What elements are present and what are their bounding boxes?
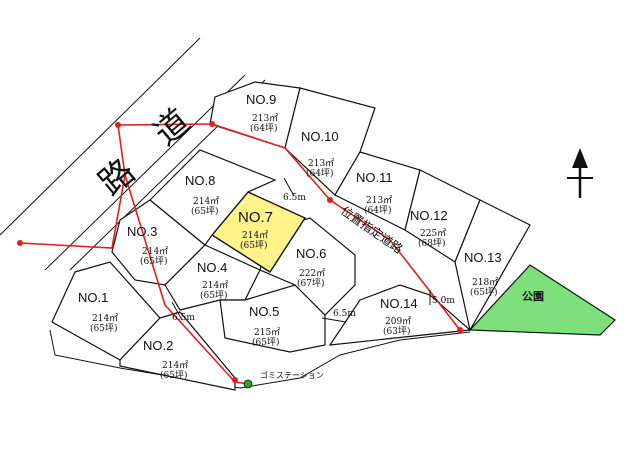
lot-8[interactable] — [149, 149, 277, 246]
dimension-arrows — [171, 177, 431, 323]
lot-13-tsubo: (65坪) — [470, 287, 497, 298]
garbage-station-icon — [243, 379, 253, 389]
park-label: 公園 — [522, 290, 544, 303]
lot-4-number: NO.4 — [197, 260, 227, 275]
road-label-2: 路 — [91, 151, 143, 203]
lot-14-number: NO.14 — [380, 296, 418, 311]
north-arrow-icon — [567, 148, 593, 198]
lot-8-number: NO.8 — [185, 173, 215, 188]
lot-2-number: NO.2 — [143, 338, 173, 353]
lot-1-tsubo: (65坪) — [90, 323, 117, 334]
lot-1-area: 214㎡ — [92, 313, 118, 324]
lot-3-tsubo: (65坪) — [140, 256, 167, 267]
road-width-c: 6.5m — [333, 309, 356, 319]
lots — [51, 81, 616, 391]
lot-13-area: 218㎡ — [472, 277, 498, 288]
lot-10-area: 213㎡ — [308, 158, 334, 169]
lot-7-area: 214㎡ — [242, 230, 268, 241]
lot-labels: NO.1 214㎡ (65坪) NO.2 214㎡ (65坪) NO.3 214… — [78, 92, 502, 381]
lot-1-number: NO.1 — [78, 290, 108, 305]
lot-12-area: 225㎡ — [420, 228, 446, 239]
lot-4-area: 214㎡ — [202, 280, 228, 291]
road-width-d: 5.0m — [432, 296, 455, 306]
lot-6-number: NO.6 — [296, 246, 326, 261]
garbage-station-label: ゴミステーション — [260, 370, 324, 380]
road-width-a: 6.5m — [283, 193, 306, 203]
lot-11-tsubo: (64坪) — [364, 205, 391, 216]
lot-5-area: 215㎡ — [254, 327, 280, 338]
lot-7-tsubo: (65坪) — [240, 240, 267, 251]
lot-9-number: NO.9 — [246, 92, 276, 107]
park-area[interactable] — [468, 264, 616, 336]
lot-5-number: NO.5 — [249, 304, 279, 319]
lot-2[interactable] — [119, 311, 236, 391]
lot-14[interactable] — [328, 284, 472, 346]
lot-13-number: NO.13 — [464, 250, 502, 265]
site-boundary-bottom — [49, 329, 471, 389]
lot-3-area: 214㎡ — [142, 246, 168, 257]
road-label-1: 道 — [146, 101, 198, 153]
lot-9-area: 213㎡ — [252, 113, 278, 124]
lot-12-tsubo: (68坪) — [418, 238, 445, 249]
lot-12-number: NO.12 — [410, 208, 448, 223]
lot-10-tsubo: (64坪) — [306, 168, 333, 179]
lot-11-number: NO.11 — [356, 170, 393, 185]
lot-7-number: NO.7 — [238, 209, 273, 226]
lot-4-tsubo: (65坪) — [200, 290, 227, 301]
lot-11-area: 213㎡ — [366, 195, 392, 206]
lot-8-area: 214㎡ — [193, 196, 219, 207]
lot-8-tsubo: (65坪) — [191, 206, 218, 217]
lot-5-tsubo: (65坪) — [252, 337, 279, 348]
road-width-b: 6.5m — [172, 313, 195, 323]
route-lines — [17, 121, 463, 385]
lot-10-number: NO.10 — [301, 129, 339, 144]
lot-6-area: 222㎡ — [299, 268, 325, 279]
lot-6-tsubo: (67坪) — [297, 278, 324, 289]
lot-9-tsubo: (64坪) — [250, 123, 277, 134]
lot-3-number: NO.3 — [127, 224, 157, 239]
lot-2-area: 214㎡ — [162, 360, 188, 371]
lot-14-tsubo: (63坪) — [383, 326, 410, 337]
lot-2-tsubo: (65坪) — [160, 370, 187, 381]
lot-14-area: 209㎡ — [385, 316, 411, 327]
